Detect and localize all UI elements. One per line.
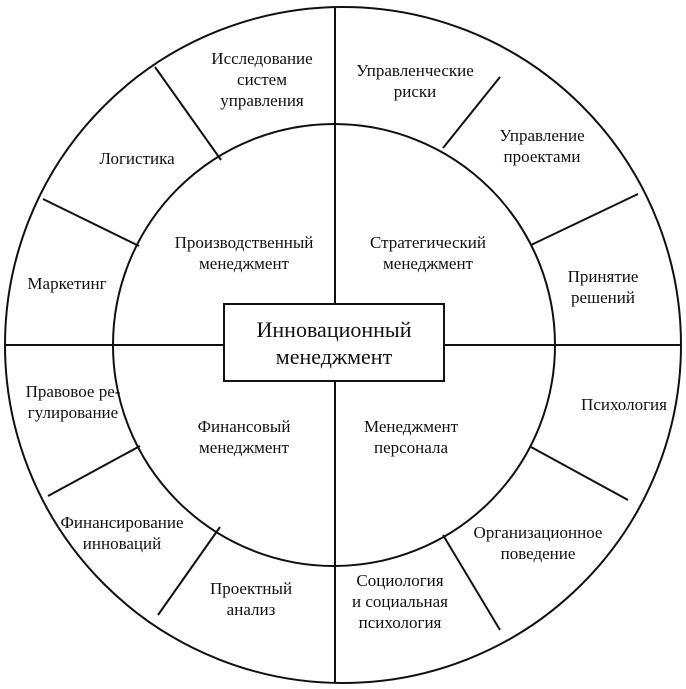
outer-risks: Управленческие риски — [356, 60, 474, 102]
label-line: Производственный — [174, 233, 314, 252]
label-line: проектами — [503, 147, 581, 166]
spoke — [530, 193, 639, 246]
label-line: Логистика — [99, 149, 175, 168]
outer-decisions: Принятие решений — [568, 266, 639, 308]
label-line: Организационное — [473, 523, 603, 542]
label-line: управления — [220, 91, 304, 110]
outer-marketing: Маркетинг — [27, 273, 106, 294]
label-line: поведение — [500, 544, 576, 563]
outer-logistics: Логистика — [99, 148, 174, 169]
label-line: гулирование — [27, 403, 119, 422]
center-line1: Инновационный — [256, 316, 412, 342]
outer-org-behavior: Организационное поведение — [474, 522, 603, 564]
label-line: Менеджмент — [363, 417, 459, 436]
label-line: Управление — [499, 126, 585, 145]
label-line: инноваций — [82, 534, 162, 553]
spoke — [47, 445, 141, 497]
outer-project-analysis: Проектный анализ — [210, 578, 292, 620]
label-line: менеджмент — [199, 254, 289, 273]
inner-personnel: Менеджмент персонала — [364, 416, 458, 458]
label-line: и социальная — [352, 592, 448, 611]
label-line: Финансирование — [60, 513, 184, 532]
spoke — [154, 66, 222, 161]
label-line: Маркетинг — [27, 274, 107, 293]
label-line: Управленческие — [356, 61, 474, 80]
label-line: менеджмент — [383, 254, 473, 273]
inner-production: Производственный менеджмент — [175, 232, 314, 274]
label-line: персонала — [373, 438, 448, 457]
label-line: менеджмент — [199, 438, 289, 457]
spoke — [157, 526, 221, 616]
outer-legal: Правовое ре-гулирование — [26, 381, 121, 423]
inner-strategic: Стратегический менеджмент — [370, 232, 486, 274]
outer-sociology: Социология и социальная психология — [352, 570, 448, 633]
label-line: Исследование — [211, 49, 313, 68]
label-line: систем — [237, 70, 287, 89]
center-line2: менеджмент — [275, 343, 393, 369]
outer-research: Исследование систем управления — [211, 48, 312, 111]
outer-psychology: Психология — [581, 394, 667, 415]
label-line: Стратегический — [370, 233, 486, 252]
inner-financial: Финансовый менеджмент — [198, 416, 291, 458]
outer-funding: Финансирование инноваций — [60, 512, 183, 554]
label-line: риски — [393, 82, 437, 101]
label-line: анализ — [226, 600, 276, 619]
label-line: Психология — [581, 395, 667, 414]
label-line: Финансовый — [197, 417, 291, 436]
spoke — [530, 446, 629, 501]
label-line: решений — [571, 288, 635, 307]
spoke — [442, 76, 501, 149]
spoke — [42, 198, 140, 247]
label-line: Правовое ре- — [25, 382, 121, 401]
label-line: Принятие — [567, 267, 639, 286]
outer-projects: Управление проектами — [499, 125, 584, 167]
label-line: Проектный — [209, 579, 293, 598]
label-line: психология — [358, 613, 442, 632]
spoke — [442, 534, 501, 631]
label-line: Социология — [356, 571, 444, 590]
